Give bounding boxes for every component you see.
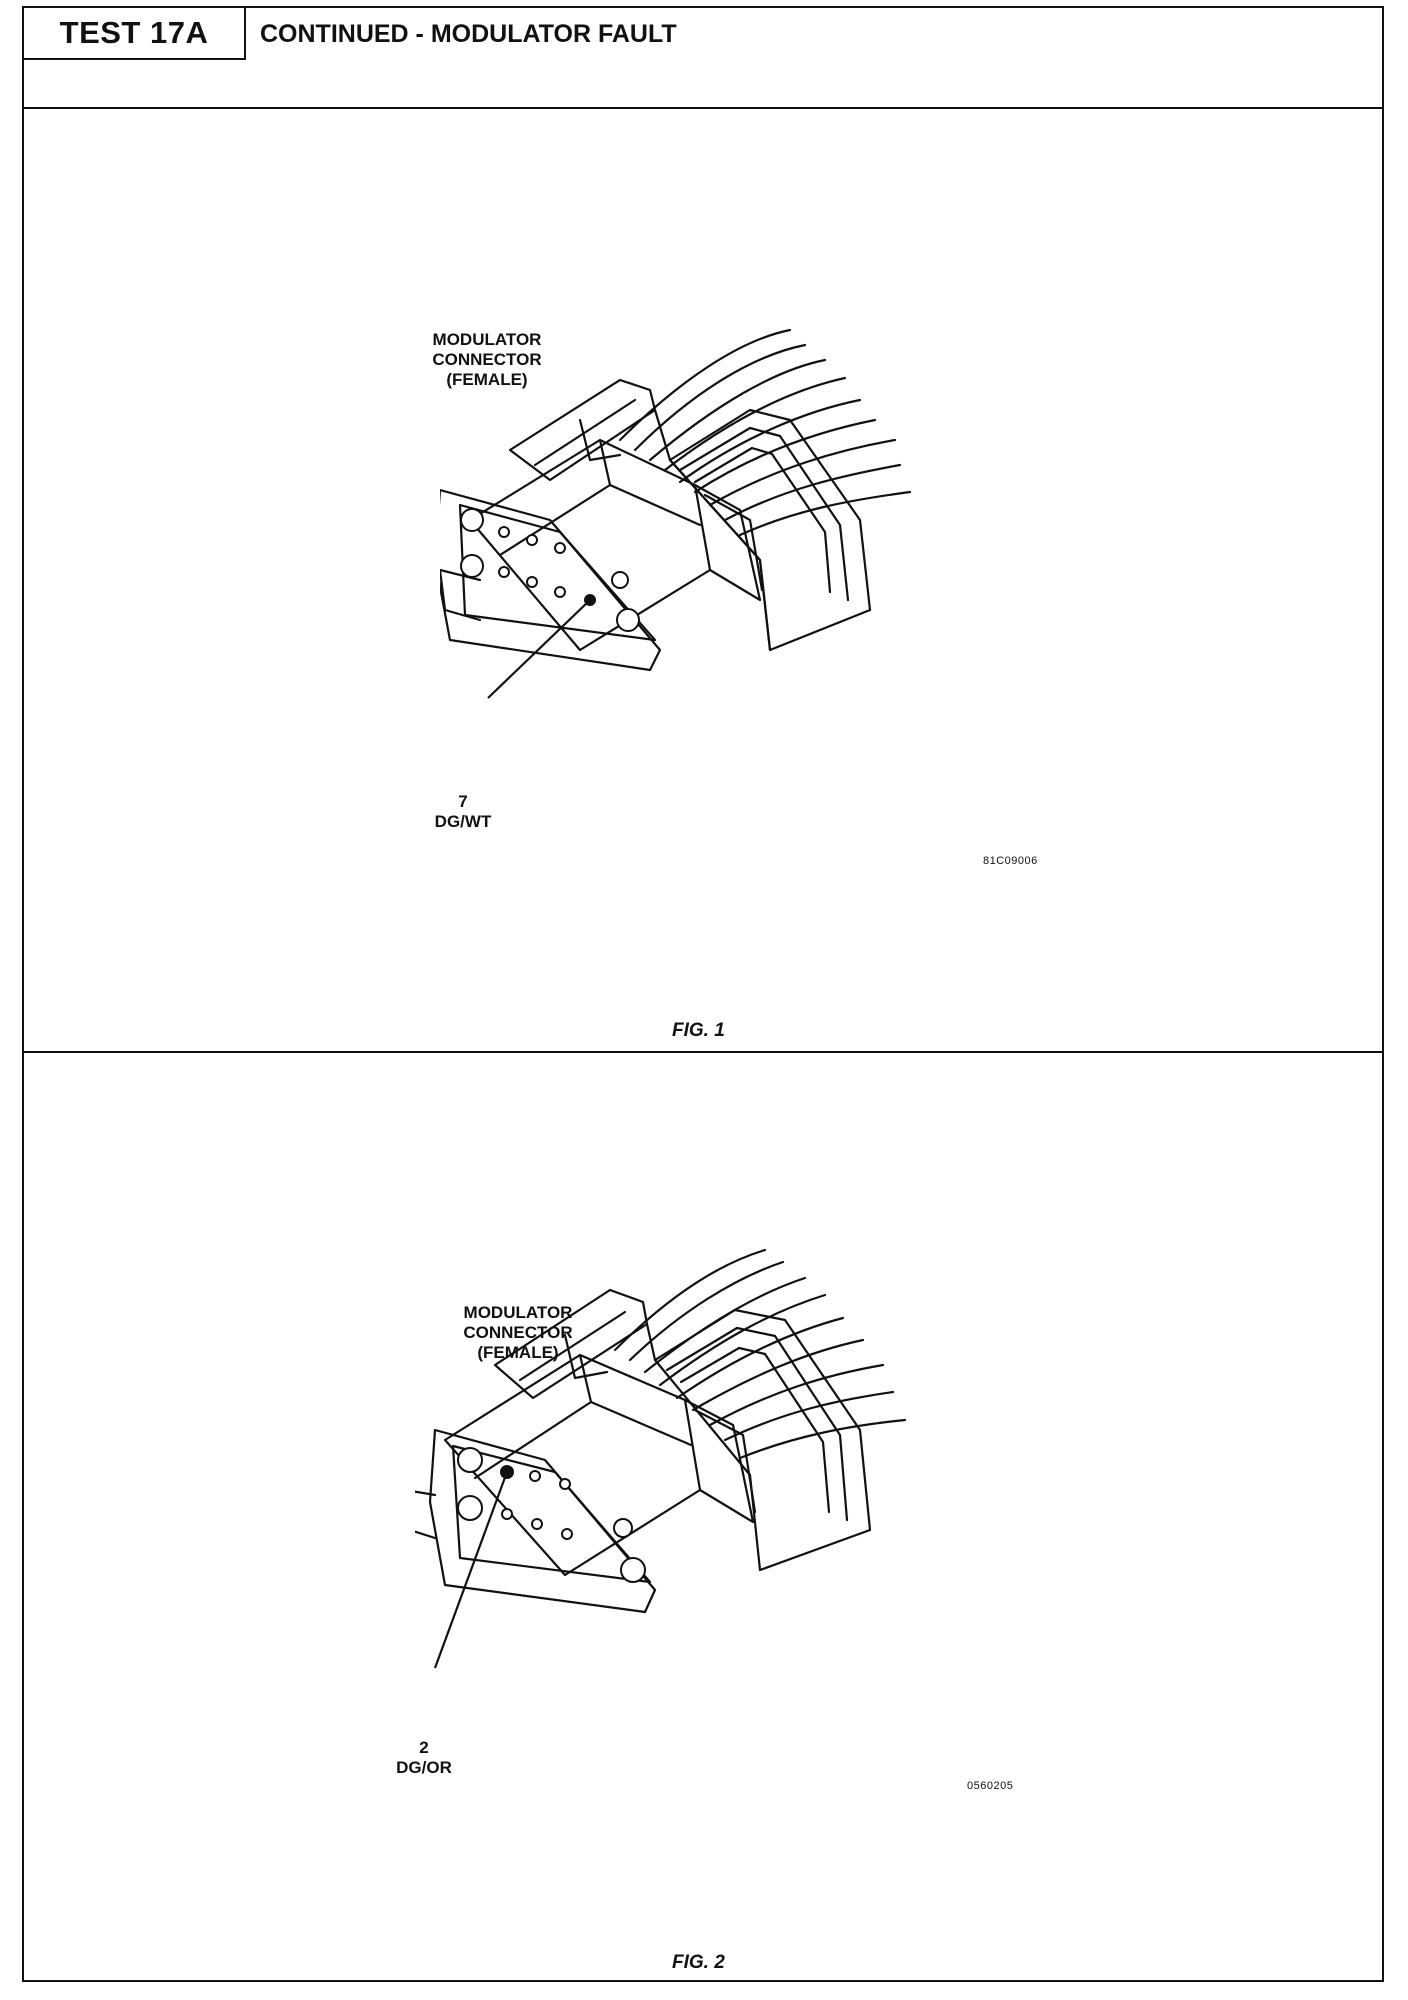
test-id: TEST 17A — [59, 15, 209, 50]
figure-divider — [24, 1051, 1382, 1053]
fig1-pin-callout: 7 DG/WT — [423, 792, 503, 832]
fig1-wire-color: DG/WT — [434, 812, 492, 831]
fig2-connector-label: MODULATOR CONNECTOR (FEMALE) — [418, 1303, 618, 1363]
fig2-caption: FIG. 2 — [672, 1952, 725, 1973]
fig1-connector-label: MODULATOR CONNECTOR (FEMALE) — [387, 330, 587, 390]
fig1-connector-label-line3: (FEMALE) — [446, 370, 528, 389]
fig1-connector-illustration — [440, 328, 912, 699]
test-id-box: TEST 17A — [24, 8, 246, 60]
fig2-connector-label-line1: MODULATOR — [463, 1303, 573, 1322]
fig1-caption: FIG. 1 — [672, 1020, 725, 1041]
fig1-connector-label-line1: MODULATOR — [432, 330, 542, 349]
fig2-pin-callout: 2 DG/OR — [384, 1738, 464, 1778]
fig2-image-code: 0560205 — [967, 1780, 1014, 1792]
fig1-connector-label-line2: CONNECTOR — [432, 350, 542, 369]
header-title: CONTINUED - MODULATOR FAULT — [260, 20, 677, 48]
fig2-connector-label-line2: CONNECTOR — [463, 1323, 573, 1342]
page-frame: TEST 17A CONTINUED - MODULATOR FAULT — [22, 6, 1384, 1982]
header-divider — [24, 107, 1382, 109]
fig1-pin-number: 7 — [458, 792, 468, 811]
fig2-connector-illustration — [415, 1248, 907, 1669]
fig2-pin-number: 2 — [419, 1738, 429, 1757]
fig2-connector-label-line3: (FEMALE) — [477, 1343, 559, 1362]
fig1-image-code: 81C09006 — [983, 855, 1038, 867]
fig2-wire-color: DG/OR — [396, 1758, 452, 1777]
